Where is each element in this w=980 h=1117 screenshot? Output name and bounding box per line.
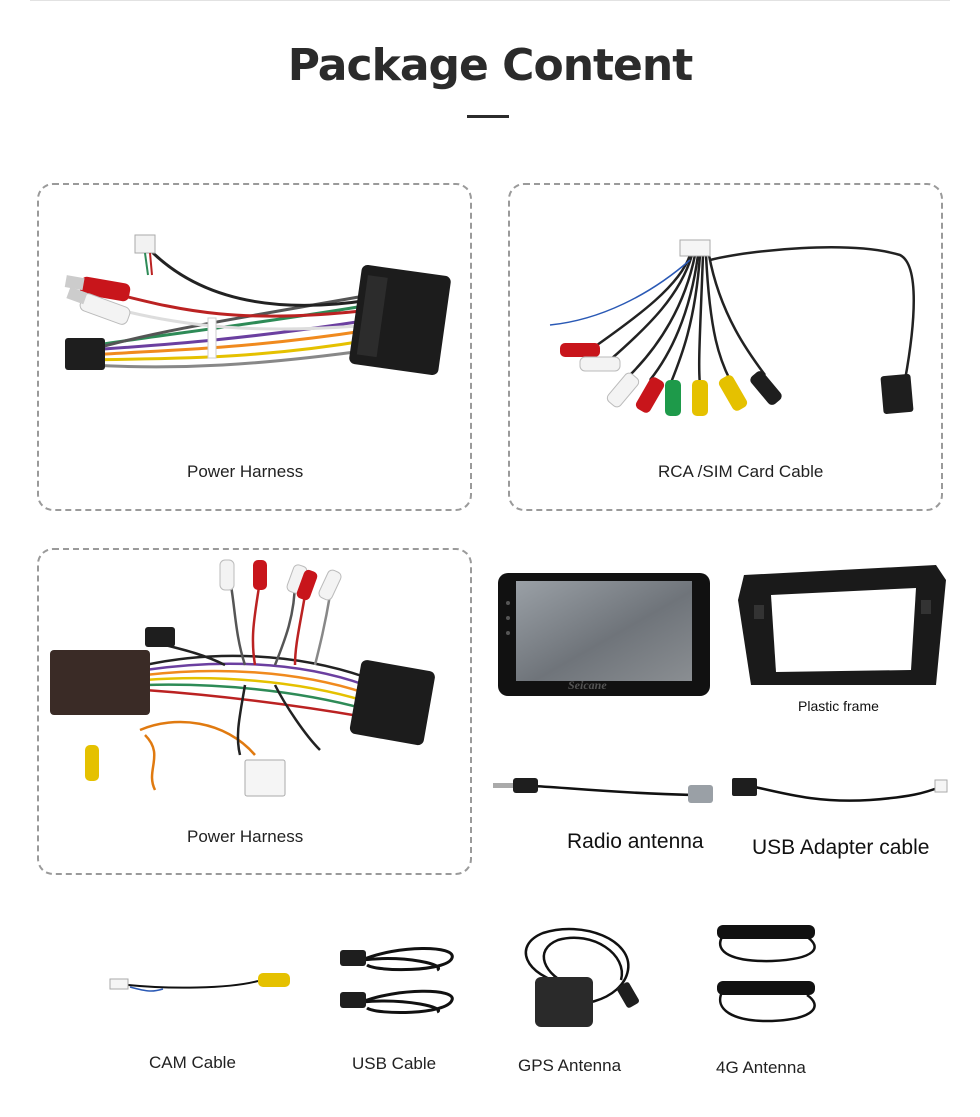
radio-antenna-image bbox=[493, 778, 713, 803]
cam-cable-label: CAM Cable bbox=[149, 1053, 236, 1072]
page-title: Package Content bbox=[287, 40, 694, 91]
plastic-frame-label: Plastic frame bbox=[798, 698, 879, 714]
rca-sim-cable-label: RCA /SIM Card Cable bbox=[658, 462, 824, 481]
plastic-frame-image bbox=[738, 565, 946, 685]
power-harness-2-image bbox=[50, 559, 435, 797]
usb-cable-label: USB Cable bbox=[352, 1054, 437, 1073]
rca-sim-card-cable-card bbox=[508, 183, 943, 511]
power-harness-2-label: Power Harness bbox=[187, 827, 304, 846]
cam-cable-image bbox=[109, 973, 290, 992]
power-harness-image bbox=[64, 234, 451, 375]
usb-adapter-cable-label: USB Adapter cable bbox=[752, 836, 930, 859]
title-underline bbox=[467, 115, 509, 118]
usb-cable-image bbox=[340, 947, 454, 1015]
radio-antenna-label: Radio antenna bbox=[567, 830, 704, 853]
usb-adapter-cable-image bbox=[732, 778, 948, 802]
head-unit-image bbox=[498, 573, 710, 696]
top-divider bbox=[30, 0, 950, 1]
4g-antenna-image bbox=[717, 925, 816, 1023]
power-harness-1-label: Power Harness bbox=[187, 462, 304, 481]
4g-antenna-label: 4G Antenna bbox=[716, 1058, 806, 1077]
gps-antenna-label: GPS Antenna bbox=[518, 1056, 622, 1075]
power-harness-2-card bbox=[37, 548, 472, 875]
rca-sim-cable-image bbox=[549, 239, 915, 416]
head-unit-brand: Seicane bbox=[568, 678, 607, 692]
power-harness-card bbox=[37, 183, 472, 511]
gps-antenna-image bbox=[524, 927, 639, 1027]
